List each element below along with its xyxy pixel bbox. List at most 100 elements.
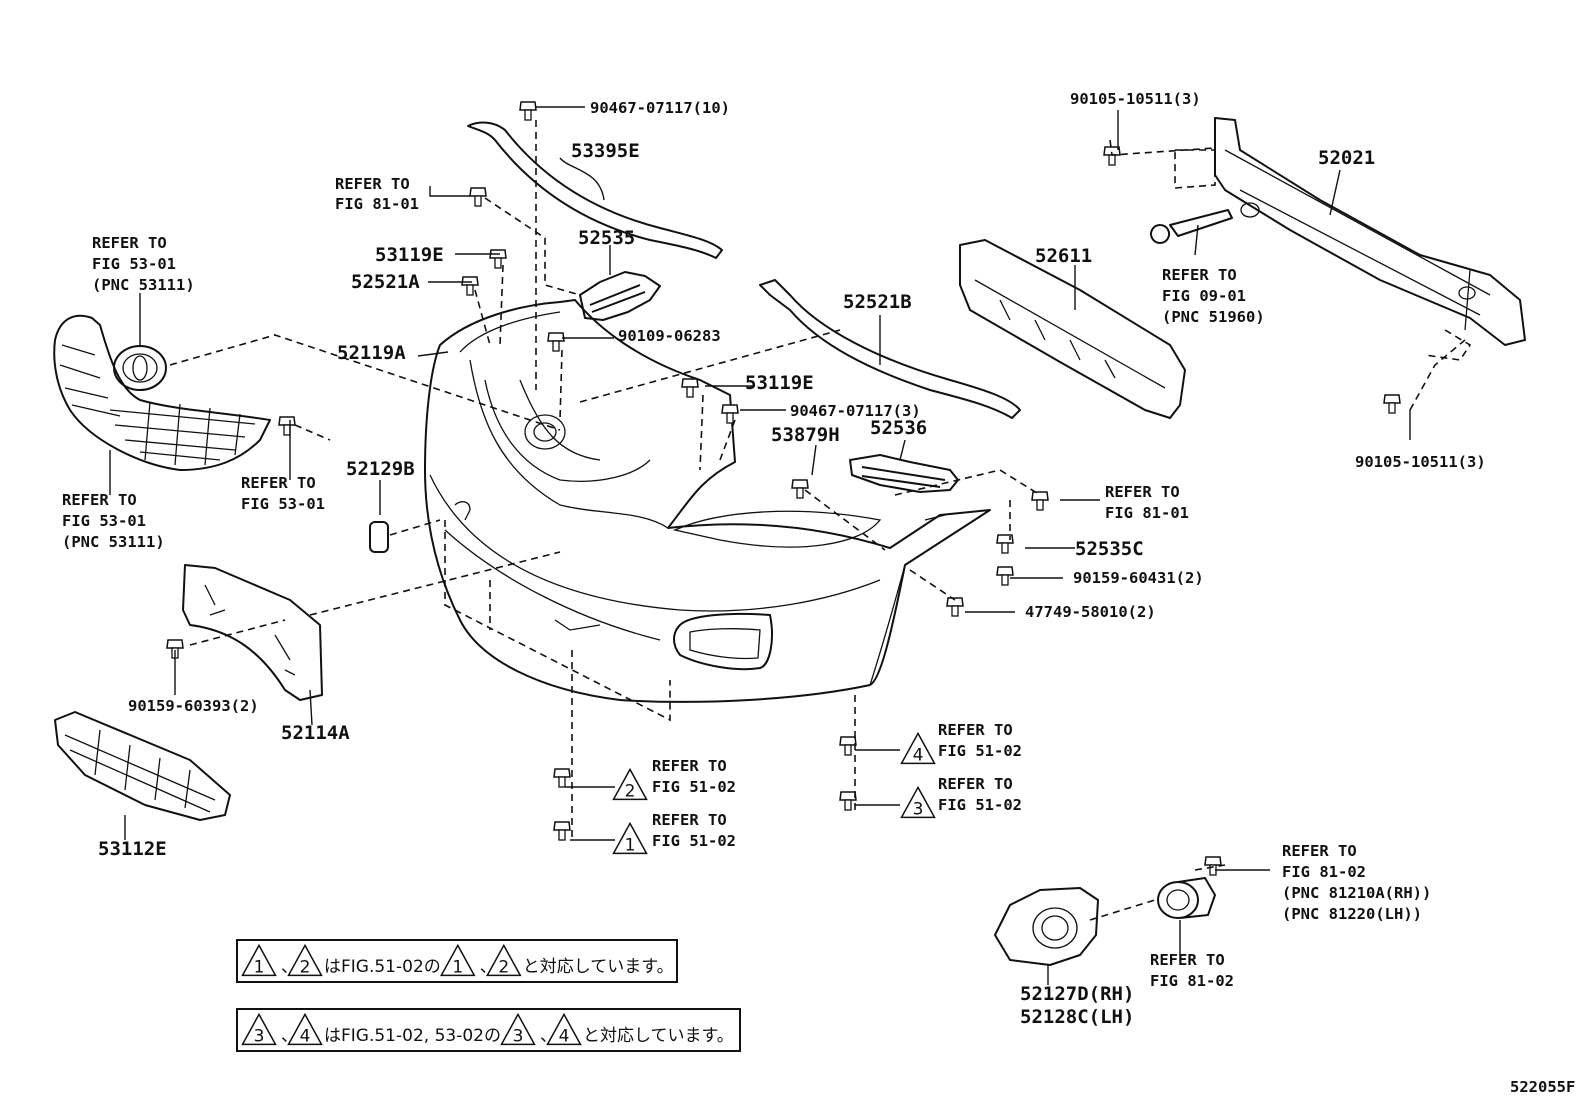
part-label-line: 47749-58010(2) — [1025, 603, 1156, 621]
part-label-p-53395E: 53395E — [571, 140, 640, 162]
part-label-line: REFER TO — [62, 491, 137, 509]
part-label-line: FIG 51-02 — [938, 796, 1022, 814]
fog-lamp-cover-drawing — [994, 887, 1099, 966]
part-label-line: REFER TO — [1105, 483, 1180, 501]
note-middle-text: はFIG.51-02, 53-02の — [324, 1026, 501, 1046]
upper-strip-drawing — [467, 121, 723, 259]
part-label-line: REFER TO — [652, 811, 727, 829]
triangle-number: 3 — [513, 1026, 524, 1046]
part-label-line: 90159-60393(2) — [128, 697, 259, 715]
part-label-line: (PNC 53111) — [92, 276, 195, 294]
part-label-line: 90467-07117(3) — [790, 402, 921, 420]
bolt-icon — [1103, 146, 1121, 166]
reference-triangle-icon: 2 — [287, 943, 323, 977]
triangle-number: 1 — [254, 957, 265, 977]
bolt-icon — [721, 404, 739, 424]
triangle-number: 1 — [625, 835, 636, 855]
bolt-icon — [839, 791, 857, 811]
triangle-number: 2 — [300, 957, 311, 977]
part-label-line: 52128C(LH) — [1020, 1006, 1134, 1028]
part-label-line: 90105-10511(3) — [1355, 453, 1486, 471]
part-label-p-47749: 47749-58010(2) — [1025, 603, 1156, 621]
reference-triangle-icon: 3 — [900, 785, 936, 819]
note-middle-text: はFIG.51-02の — [324, 957, 441, 977]
part-label-p-90467-10: 90467-07117(10) — [590, 99, 730, 117]
part-label-line: FIG 09-01 — [1162, 287, 1246, 305]
note-tail-text: と対応しています。 — [523, 957, 674, 977]
bolt-icon — [547, 332, 565, 352]
part-label-line: 52611 — [1035, 245, 1092, 267]
tow-hook-drawing — [1150, 209, 1233, 244]
part-label-p-90159-60431: 90159-60431(2) — [1073, 569, 1204, 587]
part-label-line: 52129B — [346, 458, 415, 480]
part-label-line: REFER TO — [92, 234, 167, 252]
reference-triangle-icon: 1 — [241, 943, 277, 977]
part-label-line: FIG 51-02 — [938, 742, 1022, 760]
bolt-icon — [1383, 394, 1401, 414]
part-label-line: REFER TO — [335, 175, 410, 193]
bolt-icon — [1204, 856, 1222, 876]
bolt-icon — [553, 821, 571, 841]
part-label-p-52129B: 52129B — [346, 458, 415, 480]
bumper-cover-drawing — [424, 299, 991, 703]
reference-triangle-icon: 4 — [287, 1012, 323, 1046]
reference-triangle-icon: 3 — [241, 1012, 277, 1046]
bolt-icon — [946, 597, 964, 617]
bolt-icon — [839, 736, 857, 756]
part-label-p-53879H: 53879H — [771, 424, 840, 446]
part-label-line: REFER TO — [1150, 951, 1225, 969]
triangle-number: 3 — [254, 1026, 265, 1046]
part-label-line: 52119A — [337, 342, 406, 364]
part-label-line: 53112E — [98, 838, 167, 860]
part-label-line: 53879H — [771, 424, 840, 446]
part-label-line: REFER TO — [1162, 266, 1237, 284]
bolt-icon — [791, 479, 809, 499]
part-label-p-52536: 52536 — [870, 417, 927, 439]
part-label-p-90159-60393: 90159-60393(2) — [128, 697, 259, 715]
part-label-p-52535: 52535 — [578, 227, 635, 249]
part-label-p-52521B: 52521B — [843, 291, 912, 313]
part-label-line: (PNC 51960) — [1162, 308, 1265, 326]
part-label-p-52119A: 52119A — [337, 342, 406, 364]
plug-52129b-drawing — [369, 521, 389, 553]
part-label-line: REFER TO — [938, 775, 1013, 793]
fog-lamp-drawing — [1157, 877, 1216, 919]
part-label-line: FIG 81-01 — [335, 195, 419, 213]
bolt-icon — [278, 416, 296, 436]
reference-triangle-icon: 4 — [546, 1012, 582, 1046]
part-label-p-52114A: 52114A — [281, 722, 350, 744]
part-label-line: 90159-60431(2) — [1073, 569, 1204, 587]
reference-triangle-icon: 1 — [612, 821, 648, 855]
license-bracket-drawing — [182, 564, 323, 701]
part-label-line: 52535 — [578, 227, 635, 249]
part-label-p-90109: 90109-06283 — [618, 327, 721, 345]
part-label-line: FIG 51-02 — [652, 778, 736, 796]
part-labels: 90467-07117(10) 53395E REFER TO FIG 81-01 52… — [62, 90, 1486, 1028]
bolt-icon — [996, 534, 1014, 554]
part-label-line: 52536 — [870, 417, 927, 439]
lower-grille-drawing — [54, 711, 231, 821]
part-label-line: 90105-10511(3) — [1070, 90, 1201, 108]
part-label-line: 52127D(RH) — [1020, 983, 1134, 1005]
bracket-52535-drawing — [579, 271, 661, 321]
bolt-icon — [1031, 491, 1049, 511]
triangle-number: 1 — [452, 957, 463, 977]
part-label-p-53112E: 53112E — [98, 838, 167, 860]
part-label-line: 53395E — [571, 140, 640, 162]
part-label-line: REFER TO — [241, 474, 316, 492]
part-label-line: FIG 81-01 — [1105, 504, 1189, 522]
part-label-line: 52521A — [351, 271, 420, 293]
part-label-p-90105-top: 90105-10511(3) — [1070, 90, 1201, 108]
part-label-line: REFER TO — [938, 721, 1013, 739]
absorber-52611-drawing — [959, 239, 1186, 419]
leader-lines — [109, 106, 1472, 985]
strip-52521b-drawing — [759, 279, 1021, 419]
